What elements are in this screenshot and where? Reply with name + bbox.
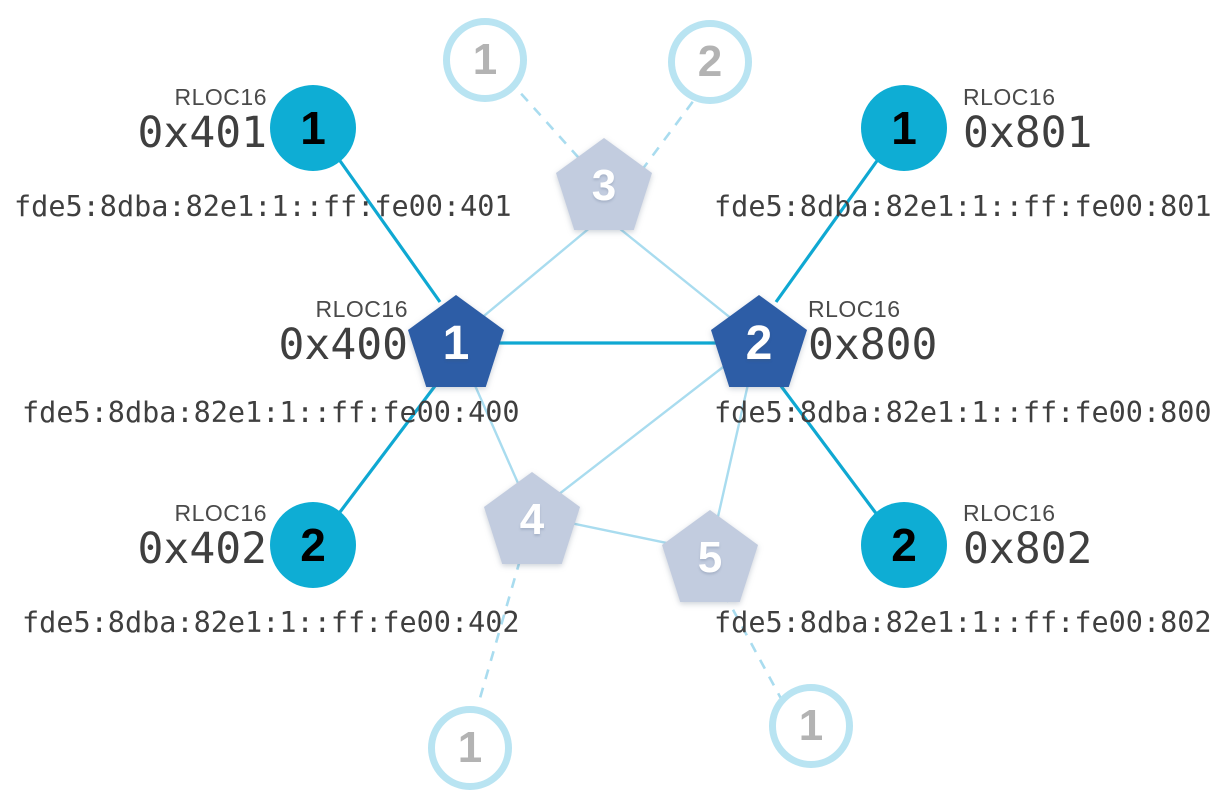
router-node-4[interactable]: 4 [484, 472, 580, 564]
address-0x401: fde5:8dba:82e1:1::ff:fe00:401 [14, 190, 512, 223]
node-glyph: 2 [745, 316, 773, 370]
end-device-0x801[interactable]: 1 [861, 85, 947, 171]
address-0x800: fde5:8dba:82e1:1::ff:fe00:800 [714, 396, 1212, 429]
node-glyph: 1 [472, 35, 498, 84]
rloc16-value: 0x801 [963, 108, 1093, 158]
address-0x402: fde5:8dba:82e1:1::ff:fe00:402 [22, 606, 520, 639]
node-glyph: 2 [891, 519, 917, 571]
rloc16-key: RLOC16 [963, 84, 1056, 110]
link-device402-router400 [335, 377, 443, 517]
rloc16-value: 0x402 [137, 524, 267, 574]
end-device-0x402[interactable]: 2 [270, 502, 356, 588]
rloc16-value: 0x800 [808, 320, 938, 370]
link-device801-router800 [774, 157, 881, 303]
router-node-3[interactable]: 3 [556, 138, 652, 230]
label-rloc-0x402: RLOC16 0x402 [138, 502, 267, 572]
router-node-0x800[interactable]: 2 [711, 295, 807, 387]
node-glyph: 2 [300, 519, 326, 571]
end-device-top-2[interactable]: 2 [668, 20, 752, 104]
address-0x801: fde5:8dba:82e1:1::ff:fe00:801 [714, 190, 1212, 223]
rloc16-key: RLOC16 [174, 500, 267, 526]
link-device802-router800 [773, 377, 880, 517]
node-glyph: 5 [697, 533, 723, 582]
node-glyph: 1 [300, 102, 326, 154]
link-device401-router400 [336, 157, 442, 303]
address-0x400: fde5:8dba:82e1:1::ff:fe00:400 [22, 396, 520, 429]
address-0x802: fde5:8dba:82e1:1::ff:fe00:802 [714, 606, 1212, 639]
rloc16-value: 0x401 [137, 108, 267, 158]
node-glyph: 1 [457, 723, 483, 772]
end-device-bottom-right-1[interactable]: 1 [769, 684, 853, 768]
label-rloc-0x801: RLOC16 0x801 [963, 86, 1092, 156]
link-router5-device-bottom-right-1 [722, 592, 787, 707]
node-glyph: 4 [519, 495, 545, 544]
node-glyph: 1 [891, 102, 917, 154]
rloc16-key: RLOC16 [315, 296, 408, 322]
router-node-5[interactable]: 5 [662, 510, 758, 602]
node-glyph: 1 [442, 316, 470, 370]
rloc16-value: 0x802 [963, 524, 1093, 574]
end-device-bottom-left-1[interactable]: 1 [428, 706, 512, 790]
rloc16-key: RLOC16 [963, 500, 1056, 526]
node-glyph: 2 [697, 37, 723, 86]
rloc16-value: 0x400 [278, 320, 408, 370]
router-node-0x400[interactable]: 1 [408, 295, 504, 387]
end-device-0x802[interactable]: 2 [861, 502, 947, 588]
label-rloc-0x802: RLOC16 0x802 [963, 502, 1092, 572]
end-device-0x401[interactable]: 1 [270, 85, 356, 171]
node-glyph: 1 [798, 701, 824, 750]
label-rloc-0x401: RLOC16 0x401 [138, 86, 267, 156]
link-router4-router800 [531, 339, 759, 516]
end-device-top-1[interactable]: 1 [443, 18, 527, 102]
rloc16-key: RLOC16 [808, 296, 901, 322]
label-rloc-0x400: RLOC16 0x400 [279, 298, 408, 368]
rloc16-key: RLOC16 [174, 84, 267, 110]
link-router4-device-bottom-left-1 [476, 559, 522, 706]
node-glyph: 3 [591, 161, 617, 210]
label-rloc-0x800: RLOC16 0x800 [808, 298, 937, 368]
